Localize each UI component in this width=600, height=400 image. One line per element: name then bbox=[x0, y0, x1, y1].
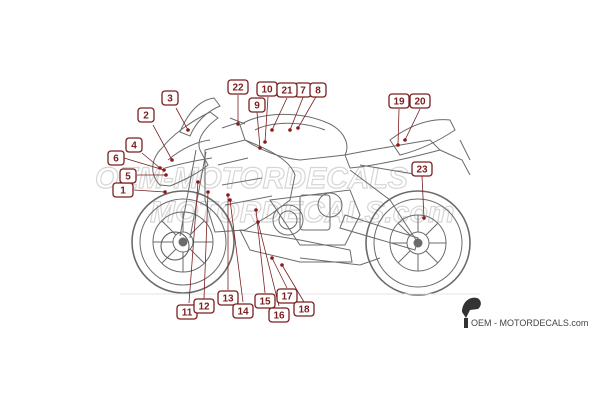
tail-section bbox=[389, 119, 456, 156]
svg-text:20: 20 bbox=[414, 97, 426, 108]
front-fairing bbox=[152, 111, 219, 187]
svg-text:8: 8 bbox=[315, 86, 321, 97]
brand-text: OEM - MOTORDECALS.com bbox=[471, 318, 588, 328]
callout-18[interactable]: 18 bbox=[293, 301, 315, 317]
callout-3[interactable]: 3 bbox=[161, 90, 179, 106]
motorcycle-outline bbox=[120, 97, 480, 296]
callout-4[interactable]: 4 bbox=[125, 137, 143, 153]
front-fork bbox=[179, 149, 207, 239]
svg-text:13: 13 bbox=[222, 294, 234, 305]
svg-text:11: 11 bbox=[182, 308, 193, 319]
exhaust bbox=[299, 257, 381, 266]
pointer-dots bbox=[158, 122, 426, 267]
svg-text:14: 14 bbox=[237, 307, 249, 318]
callout-15[interactable]: 15 bbox=[254, 293, 276, 309]
callout-5[interactable]: 5 bbox=[119, 168, 137, 184]
fuel-tank bbox=[239, 113, 348, 161]
engine bbox=[269, 189, 361, 246]
swingarm bbox=[339, 214, 419, 251]
callout-23[interactable]: 23 bbox=[411, 161, 433, 177]
callout-2[interactable]: 2 bbox=[137, 107, 155, 123]
svg-text:9: 9 bbox=[254, 101, 260, 112]
callout-16[interactable]: 16 bbox=[268, 307, 290, 323]
svg-text:23: 23 bbox=[416, 165, 428, 176]
windscreen bbox=[179, 97, 221, 137]
svg-text:7: 7 bbox=[300, 86, 306, 97]
callout-10[interactable]: 10 bbox=[256, 81, 278, 97]
svg-text:16: 16 bbox=[273, 311, 285, 322]
svg-text:4: 4 bbox=[131, 141, 137, 152]
leader-lines bbox=[123, 94, 425, 307]
callout-8[interactable]: 8 bbox=[309, 82, 327, 98]
callout-1[interactable]: 1 bbox=[112, 182, 134, 198]
front-wheel bbox=[131, 190, 235, 294]
side-fairing bbox=[204, 139, 296, 233]
svg-text:2: 2 bbox=[143, 111, 149, 122]
svg-text:22: 22 bbox=[232, 83, 244, 94]
svg-text:5: 5 bbox=[125, 172, 131, 183]
brand-footer: OEM - MOTORDECALS.com bbox=[462, 297, 588, 328]
callout-12[interactable]: 12 bbox=[193, 298, 215, 314]
callout-21[interactable]: 21 bbox=[276, 82, 298, 98]
callout-20[interactable]: 20 bbox=[409, 93, 431, 109]
svg-text:19: 19 bbox=[393, 97, 405, 108]
svg-text:6: 6 bbox=[113, 154, 119, 165]
svg-text:17: 17 bbox=[281, 292, 293, 303]
helmet-logo-icon bbox=[462, 297, 481, 328]
svg-text:21: 21 bbox=[281, 86, 293, 97]
callout-19[interactable]: 19 bbox=[388, 93, 410, 109]
callout-17[interactable]: 17 bbox=[276, 288, 298, 304]
lower-fairing bbox=[239, 229, 353, 263]
svg-text:3: 3 bbox=[167, 94, 173, 105]
svg-text:12: 12 bbox=[198, 302, 210, 313]
callout-6[interactable]: 6 bbox=[107, 150, 125, 166]
svg-text:1: 1 bbox=[120, 186, 126, 197]
svg-text:15: 15 bbox=[259, 297, 271, 308]
svg-text:18: 18 bbox=[298, 305, 310, 316]
svg-text:10: 10 bbox=[261, 85, 273, 96]
callout-13[interactable]: 13 bbox=[217, 290, 239, 306]
callout-14[interactable]: 14 bbox=[232, 303, 254, 319]
callouts: 1 2 3 4 5 6 7 8 9 10 11 12 13 14 15 16 1… bbox=[107, 79, 433, 323]
callout-9[interactable]: 9 bbox=[248, 97, 266, 113]
callout-22[interactable]: 22 bbox=[227, 79, 249, 95]
